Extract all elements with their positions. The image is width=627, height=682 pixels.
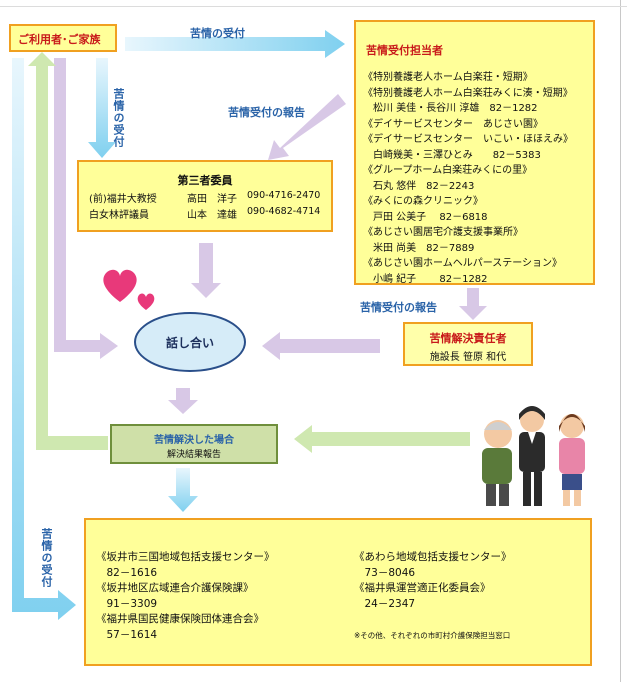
heart-icon	[137, 293, 155, 310]
arrow-discussion-to-resolved	[168, 388, 198, 414]
label-report-2: 苦情受付の報告	[360, 301, 437, 314]
staff-list-line: 白崎幾美・三澤ひとみ 82－5383	[363, 149, 541, 161]
committee-row: 090-4682-4714	[247, 206, 320, 217]
arrow-user-to-committee	[88, 58, 116, 158]
external-line: 57－1614	[96, 628, 158, 641]
committee-name: 高田 洋子	[187, 194, 237, 205]
user-family-label: ご利用者･ご家族	[18, 33, 101, 46]
external-line: 82－1616	[96, 566, 158, 579]
staff-list-line: 《あじさい園居宅介護支援事業所》	[363, 227, 523, 238]
page-edge-line	[620, 0, 621, 682]
heart-icon	[103, 269, 137, 302]
arrow-resolver-to-discussion	[262, 332, 380, 360]
committee-name: 山本 達雄	[187, 210, 237, 221]
staff-list-line: 《デイサービスセンター あじさい園》	[363, 118, 543, 130]
arrow-resolved-to-user	[28, 52, 108, 450]
label-receive-mid: 苦情の受付	[112, 88, 125, 148]
external-line: 《福井県運営適正化委員会》	[354, 582, 491, 594]
resolved-box: 苦情解決した場合 解決結果報告	[110, 424, 278, 464]
committee-row: 高田 洋子	[187, 190, 237, 205]
arrow-committee-to-discussion	[191, 243, 221, 298]
committee-role: 白女林評議員	[89, 210, 149, 221]
staff-list-line: 松川 美佳・長谷川 淳雄 82－1282	[363, 103, 538, 114]
arrow-user-to-external	[12, 58, 76, 620]
staff-list-line: 《デイサービスセンター いこい・ほほえみ》	[363, 134, 573, 145]
external-line: 91－3309	[96, 597, 158, 610]
staff-list-line: 《グループホーム白楽荘みくにの里》	[363, 165, 533, 176]
external-note: ※その他、それぞれの市町村介護保険担当窓口	[354, 631, 511, 640]
user-family-box: ご利用者･ご家族	[9, 24, 117, 52]
resolver-box: 苦情解決責任者 施設長 笹原 和代	[403, 322, 533, 366]
people-illustration	[482, 406, 585, 506]
external-line: 《福井県国民健康保険団体連合会》	[96, 613, 264, 625]
committee-row: 山本 達雄	[187, 206, 237, 221]
complaint-staff-box: 苦情受付担当者 《特別養護老人ホーム白楽荘・短期》《特別養護老人ホーム白楽荘みく…	[354, 20, 595, 285]
external-line: 24－2347	[354, 597, 416, 610]
staff-list-line: 《あじさい園ホームヘルパーステーション》	[363, 258, 562, 269]
label-report-1: 苦情受付の報告	[228, 106, 305, 119]
arrow-resolved-to-external	[168, 468, 198, 512]
external-line: 《坂井市三国地域包括支援センター》	[96, 551, 275, 563]
arrow-staff-to-committee	[268, 94, 346, 160]
staff-list-line: 《特別養護老人ホーム白楽荘・短期》	[363, 72, 533, 83]
third-party-committee-box: 第三者委員 (前)福井大教授 高田 洋子 090-4716-2470 白女林評議…	[77, 160, 333, 232]
staff-list-line: 戸田 公美子 82－6818	[363, 211, 488, 223]
resolved-sub: 解決結果報告	[166, 450, 221, 460]
external-line: 《坂井地区広域連合介護保険課》	[96, 582, 254, 594]
page-top-line	[0, 6, 627, 7]
discussion-ellipse: 話し合い	[134, 312, 246, 372]
arrow-staff-to-resolver	[459, 288, 487, 320]
resolved-title: 苦情解決した場合	[154, 435, 234, 446]
committee-row: 白女林評議員	[89, 206, 149, 221]
label-receive-top: 苦情の受付	[190, 27, 245, 40]
committee-row: 090-4716-2470	[247, 190, 320, 201]
external-agencies-box: 《坂井市三国地域包括支援センター》 82－1616 《坂井地区広域連合介護保険課》…	[84, 518, 592, 666]
complaint-staff-list: 《特別養護老人ホーム白楽荘・短期》《特別養護老人ホーム白楽荘みくに湊・短期》 松…	[363, 70, 595, 287]
arrow-user-to-discussion	[54, 58, 118, 359]
staff-list-line: 《特別養護老人ホーム白楽荘みくに湊・短期》	[363, 87, 573, 99]
arrow-people-to-resolved	[294, 425, 470, 453]
discussion-label: 話し合い	[165, 336, 214, 350]
label-receive-left: 苦情の受付	[40, 528, 53, 588]
staff-list-line: 小嶋 紀子 82－1282	[363, 273, 488, 285]
staff-list-line: 米田 尚美 82－7889	[363, 242, 475, 254]
complaint-staff-title: 苦情受付担当者	[366, 44, 443, 57]
committee-tel: 090-4682-4714	[247, 206, 321, 217]
resolver-title: 苦情解決責任者	[429, 332, 507, 345]
resolver-name: 施設長 笹原 和代	[429, 352, 507, 363]
arrow-receive-top	[125, 30, 345, 58]
staff-list-line: 《みくにの森クリニック》	[363, 196, 483, 207]
committee-tel: 090-4716-2470	[247, 190, 321, 201]
external-list-left: 《坂井市三国地域包括支援センター》 82－1616 《坂井地区広域連合介護保険課》…	[96, 550, 275, 643]
external-list-right: 《あわら地域包括支援センター》 73－8046 《福井県運営適正化委員会》 24－…	[354, 550, 512, 612]
committee-title: 第三者委員	[177, 174, 233, 187]
external-line: 《あわら地域包括支援センター》	[354, 551, 512, 563]
committee-role: (前)福井大教授	[89, 194, 157, 205]
hearts-illustration	[103, 269, 155, 310]
external-line: 73－8046	[354, 566, 416, 579]
staff-list-line: 石丸 悠伴 82－2243	[363, 180, 475, 192]
committee-row: (前)福井大教授	[89, 190, 157, 205]
